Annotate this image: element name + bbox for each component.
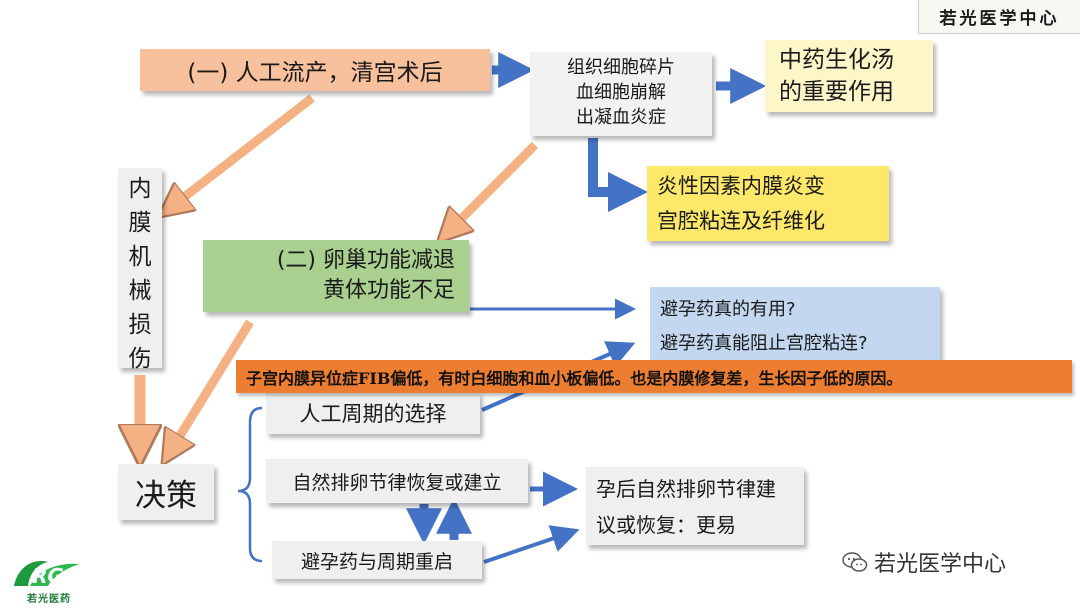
vertical-char: 损 — [128, 312, 152, 338]
vertical-char: 械 — [128, 278, 152, 304]
node-contraceptive-question: 避孕药真的有用? 避孕药真能阻止宫腔粘连? — [650, 287, 940, 363]
node-inflammation-line: 炎性因素内膜炎变 — [657, 174, 825, 198]
node-abortion-curettage: (一) 人工流产，清宫术后 — [140, 49, 490, 91]
svg-text:RG: RG — [32, 564, 64, 588]
node-adhesion-line: 宫腔粘连及纤维化 — [657, 209, 825, 233]
node-ovarian-decline-line: (二) 卵巢功能减退 — [276, 248, 455, 273]
question-line: 避孕药真的有用? — [660, 299, 796, 320]
vertical-char: 膜 — [128, 210, 152, 236]
arrow-n2-to-n4 — [588, 138, 648, 212]
logo-text: 若光医药 — [27, 594, 71, 605]
watermark-text: 若光医学中心 — [874, 552, 1007, 577]
node-cell-debris-line: 出凝血炎症 — [576, 107, 666, 128]
node-artificial-cycle: 人工周期的选择 — [266, 392, 480, 434]
vertical-char: 机 — [128, 244, 152, 270]
node-cell-debris-line: 血细胞崩解 — [576, 82, 666, 103]
node-natural-ovulation: 自然排卵节律恢复或建立 — [266, 459, 528, 503]
node-endometrial-injury: 内 膜 机 械 损 伤 — [118, 168, 162, 372]
node-ovarian-decline: (二) 卵巢功能减退 黄体功能不足 — [203, 240, 469, 312]
node-pregnancy-advice: 孕后自然排卵节律建 议或恢复：更易 — [586, 467, 804, 545]
logo-icon: RG — [8, 552, 88, 602]
node-cell-debris-line: 组织细胞碎片 — [567, 57, 675, 78]
node-luteal-line: 黄体功能不足 — [322, 278, 455, 303]
advice-line: 议或恢复：更易 — [596, 513, 736, 537]
node-contraceptive-restart: 避孕药与周期重启 — [272, 541, 482, 579]
node-cell-debris: 组织细胞碎片 血细胞崩解 出凝血炎症 — [530, 52, 712, 136]
arrow-n2-to-n5 — [448, 141, 539, 232]
watermark: 若光医学中心 — [842, 546, 1006, 578]
note-banner: 子宫内膜异位症FIB偏低，有时白细胞和血小板偏低。也是内膜修复差，生长因子低的原… — [236, 360, 1072, 393]
node-herbal-decoction: 中药生化汤 的重要作用 — [765, 40, 933, 112]
advice-line: 孕后自然排卵节律建 — [596, 477, 776, 501]
header-badge: 若光医学中心 — [918, 0, 1080, 34]
node-herbal-decoction-line: 的重要作用 — [779, 79, 894, 105]
arrow-n1-to-n7 — [170, 94, 315, 208]
wechat-icon — [842, 552, 868, 572]
arrow-n11-to-n12 — [483, 525, 580, 564]
vertical-char: 内 — [128, 176, 152, 202]
decision-brace — [237, 406, 263, 563]
node-decision: 决策 — [118, 464, 214, 520]
node-herbal-decoction-line: 中药生化汤 — [779, 47, 894, 73]
node-inflammation-adhesion: 炎性因素内膜炎变 宫腔粘连及纤维化 — [647, 166, 889, 241]
arrow-n5-to-n8 — [170, 319, 254, 452]
question-line: 避孕药真能阻止宫腔粘连? — [660, 333, 868, 354]
vertical-char: 伤 — [128, 346, 152, 372]
